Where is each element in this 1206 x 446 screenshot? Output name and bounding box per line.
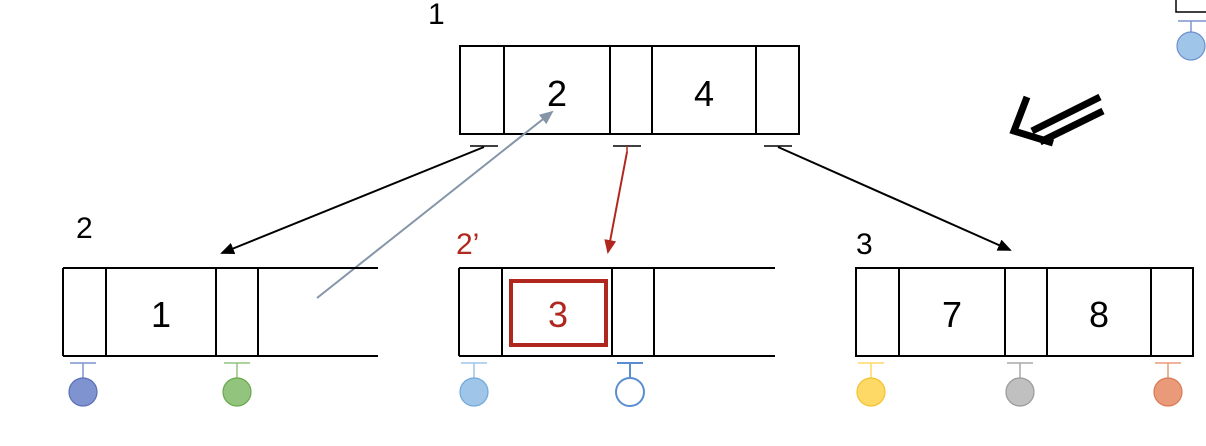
lollipop-pointer-icon (222, 362, 252, 407)
lollipop-pointer-icon (1153, 362, 1183, 407)
right-node: 3 7 8 (855, 228, 1194, 357)
lollipop-pointer-icon (1175, 0, 1206, 61)
lollipop-pointer-icon (1005, 362, 1035, 407)
right-key-2: 8 (1089, 294, 1109, 335)
arrow-root-to-left (220, 146, 485, 255)
lollipop-pointer-icon (459, 362, 489, 407)
arrow-root-to-middle (604, 151, 628, 254)
middle-node: 2’ 3 (456, 228, 775, 357)
root-key-2: 4 (694, 73, 714, 114)
root-key-1: 2 (547, 73, 567, 114)
middle-node-label: 2’ (456, 228, 479, 261)
lollipop-pointer-icon (68, 362, 98, 407)
arrow-root-to-right (777, 146, 1012, 251)
middle-key-highlight (509, 279, 608, 347)
right-node-label: 3 (856, 228, 873, 261)
left-key-1: 1 (151, 294, 171, 335)
middle-key-1: 3 (548, 294, 568, 335)
arrow-gray-separator-to-root (316, 110, 554, 299)
lollipop-pointer-icon (615, 362, 645, 407)
left-node-label: 2 (76, 212, 93, 245)
double-arrow-icon (1009, 93, 1105, 147)
root-node-box (459, 45, 800, 135)
right-key-1: 7 (942, 294, 962, 335)
root-node-label: 1 (428, 0, 445, 31)
lollipop-pointer-icon (856, 362, 886, 407)
left-node: 2 1 (62, 212, 378, 357)
root-node: 1 2 4 (428, 0, 800, 152)
